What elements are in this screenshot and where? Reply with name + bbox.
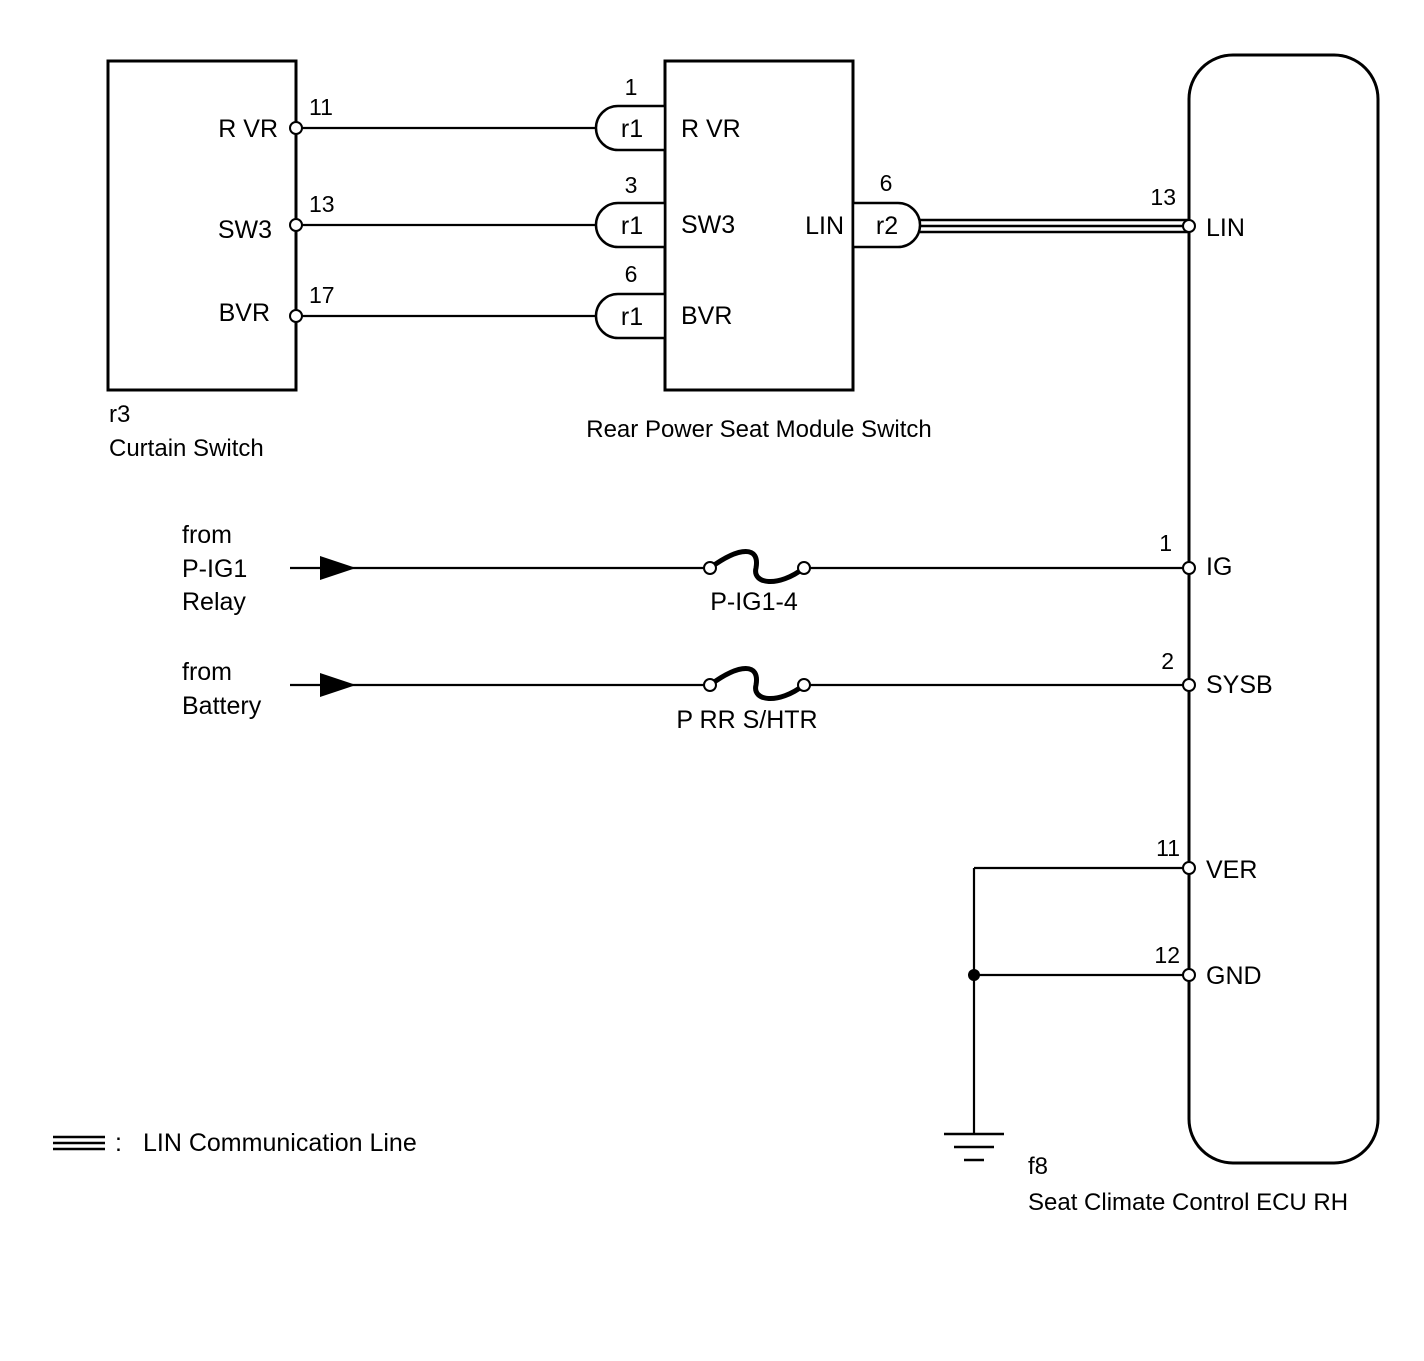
terminal-ecu-1 [1182, 561, 1196, 575]
curtain-switch-pin-label-rvr: R VR [218, 115, 278, 143]
curtain-switch-name: Curtain Switch [109, 435, 264, 462]
curtain-to-module-wires [296, 126, 598, 318]
legend-lin-line-icon [53, 1135, 105, 1151]
arrow-ig-icon [320, 556, 356, 580]
ecu-pin-number-1: 1 [1159, 530, 1172, 556]
source-battery-line-1: from [182, 658, 232, 686]
fuse-ig-terminal-right [797, 561, 811, 575]
curtain-switch-pin-number-11: 11 [309, 94, 333, 120]
module-pin-label-lin: LIN [805, 212, 844, 240]
rear-seat-module-name: Rear Power Seat Module Switch [586, 416, 932, 443]
source-battery-line-2: Battery [182, 692, 262, 720]
curtain-switch-pin-number-13: 13 [309, 191, 335, 217]
ecu-pin-number-13: 13 [1150, 184, 1176, 210]
fuse-battery-label: P RR S/HTR [676, 706, 817, 734]
ecu-pin-label-lin: LIN [1206, 214, 1245, 242]
connector-label-r1-sw3: r1 [621, 212, 643, 240]
connector-label-r1-bvr: r1 [621, 303, 643, 331]
connector-r1-bvr [594, 292, 667, 340]
ecu-code: f8 [1028, 1153, 1048, 1180]
legend: : LIN Communication Line [53, 1129, 417, 1157]
module-pin-label-bvr: BVR [681, 302, 732, 330]
terminal-ecu-11 [1182, 861, 1196, 875]
curtain-switch-pin-label-sw3: SW3 [218, 216, 272, 244]
connector-r2-lin [851, 201, 922, 249]
source-ig-line-3: Relay [182, 588, 246, 616]
rear-seat-module-component: R VR SW3 BVR LIN 1 3 6 6 Rear Power Seat… [586, 59, 932, 443]
module-pin-number-3: 3 [625, 172, 638, 198]
arrow-battery-icon [320, 673, 356, 697]
module-lin-pin-number-6: 6 [880, 170, 893, 196]
terminal-ecu-2 [1182, 678, 1196, 692]
module-pin-label-rvr: R VR [681, 115, 741, 143]
fuse-ig-label: P-IG1-4 [710, 588, 798, 616]
ecu-component: LIN IG SYSB VER GND 13 1 2 11 12 f8 Seat… [1028, 53, 1380, 1216]
source-ig-line-2: P-IG1 [182, 555, 247, 583]
fuse-ig-terminal-left [703, 561, 717, 575]
power-feed-battery: from Battery P RR S/HTR [182, 658, 1189, 734]
splice-point [968, 969, 980, 981]
ground-icon [944, 1132, 1004, 1162]
curtain-switch-pin-number-17: 17 [309, 282, 335, 308]
ecu-pin-label-sysb: SYSB [1206, 671, 1273, 699]
curtain-switch-component: R VR SW3 BVR 11 13 17 r3 Curtain Switch [106, 59, 335, 462]
connector-label-r1-rvr: r1 [621, 115, 643, 143]
terminal-curtain-13 [289, 218, 303, 232]
connector-r1-rvr [594, 104, 667, 152]
fuse-battery-icon [708, 666, 806, 701]
ecu-pin-number-12: 12 [1154, 942, 1180, 968]
connector-label-r2-lin: r2 [876, 212, 898, 240]
legend-separator: : [115, 1129, 122, 1157]
connector-r1-sw3 [594, 201, 667, 249]
ecu-pin-label-gnd: GND [1206, 962, 1262, 990]
curtain-switch-pin-label-bvr: BVR [219, 299, 270, 327]
ecu-box [1187, 53, 1380, 1165]
curtain-switch-code: r3 [109, 401, 130, 428]
terminal-ecu-13 [1182, 219, 1196, 233]
terminal-curtain-11 [289, 121, 303, 135]
module-pin-number-1: 1 [625, 74, 638, 100]
fuse-ig-icon [708, 549, 806, 584]
power-feed-ig: from P-IG1 Relay P-IG1-4 [182, 521, 1189, 616]
ecu-pin-number-11: 11 [1156, 835, 1180, 861]
terminal-curtain-17 [289, 309, 303, 323]
terminals [289, 121, 1196, 982]
module-pin-label-sw3: SW3 [681, 211, 735, 239]
source-ig-line-1: from [182, 521, 232, 549]
legend-text: LIN Communication Line [143, 1129, 417, 1157]
fuse-battery-terminal-right [797, 678, 811, 692]
ecu-pin-label-ver: VER [1206, 856, 1257, 884]
lin-communication-line [920, 218, 1189, 234]
ecu-pin-label-ig: IG [1206, 553, 1232, 581]
module-pin-number-6: 6 [625, 261, 638, 287]
ecu-name: Seat Climate Control ECU RH [1028, 1189, 1348, 1216]
ecu-pin-number-2: 2 [1161, 648, 1174, 674]
ground-wiring [944, 866, 1189, 1162]
fuse-battery-terminal-left [703, 678, 717, 692]
terminal-ecu-12 [1182, 968, 1196, 982]
